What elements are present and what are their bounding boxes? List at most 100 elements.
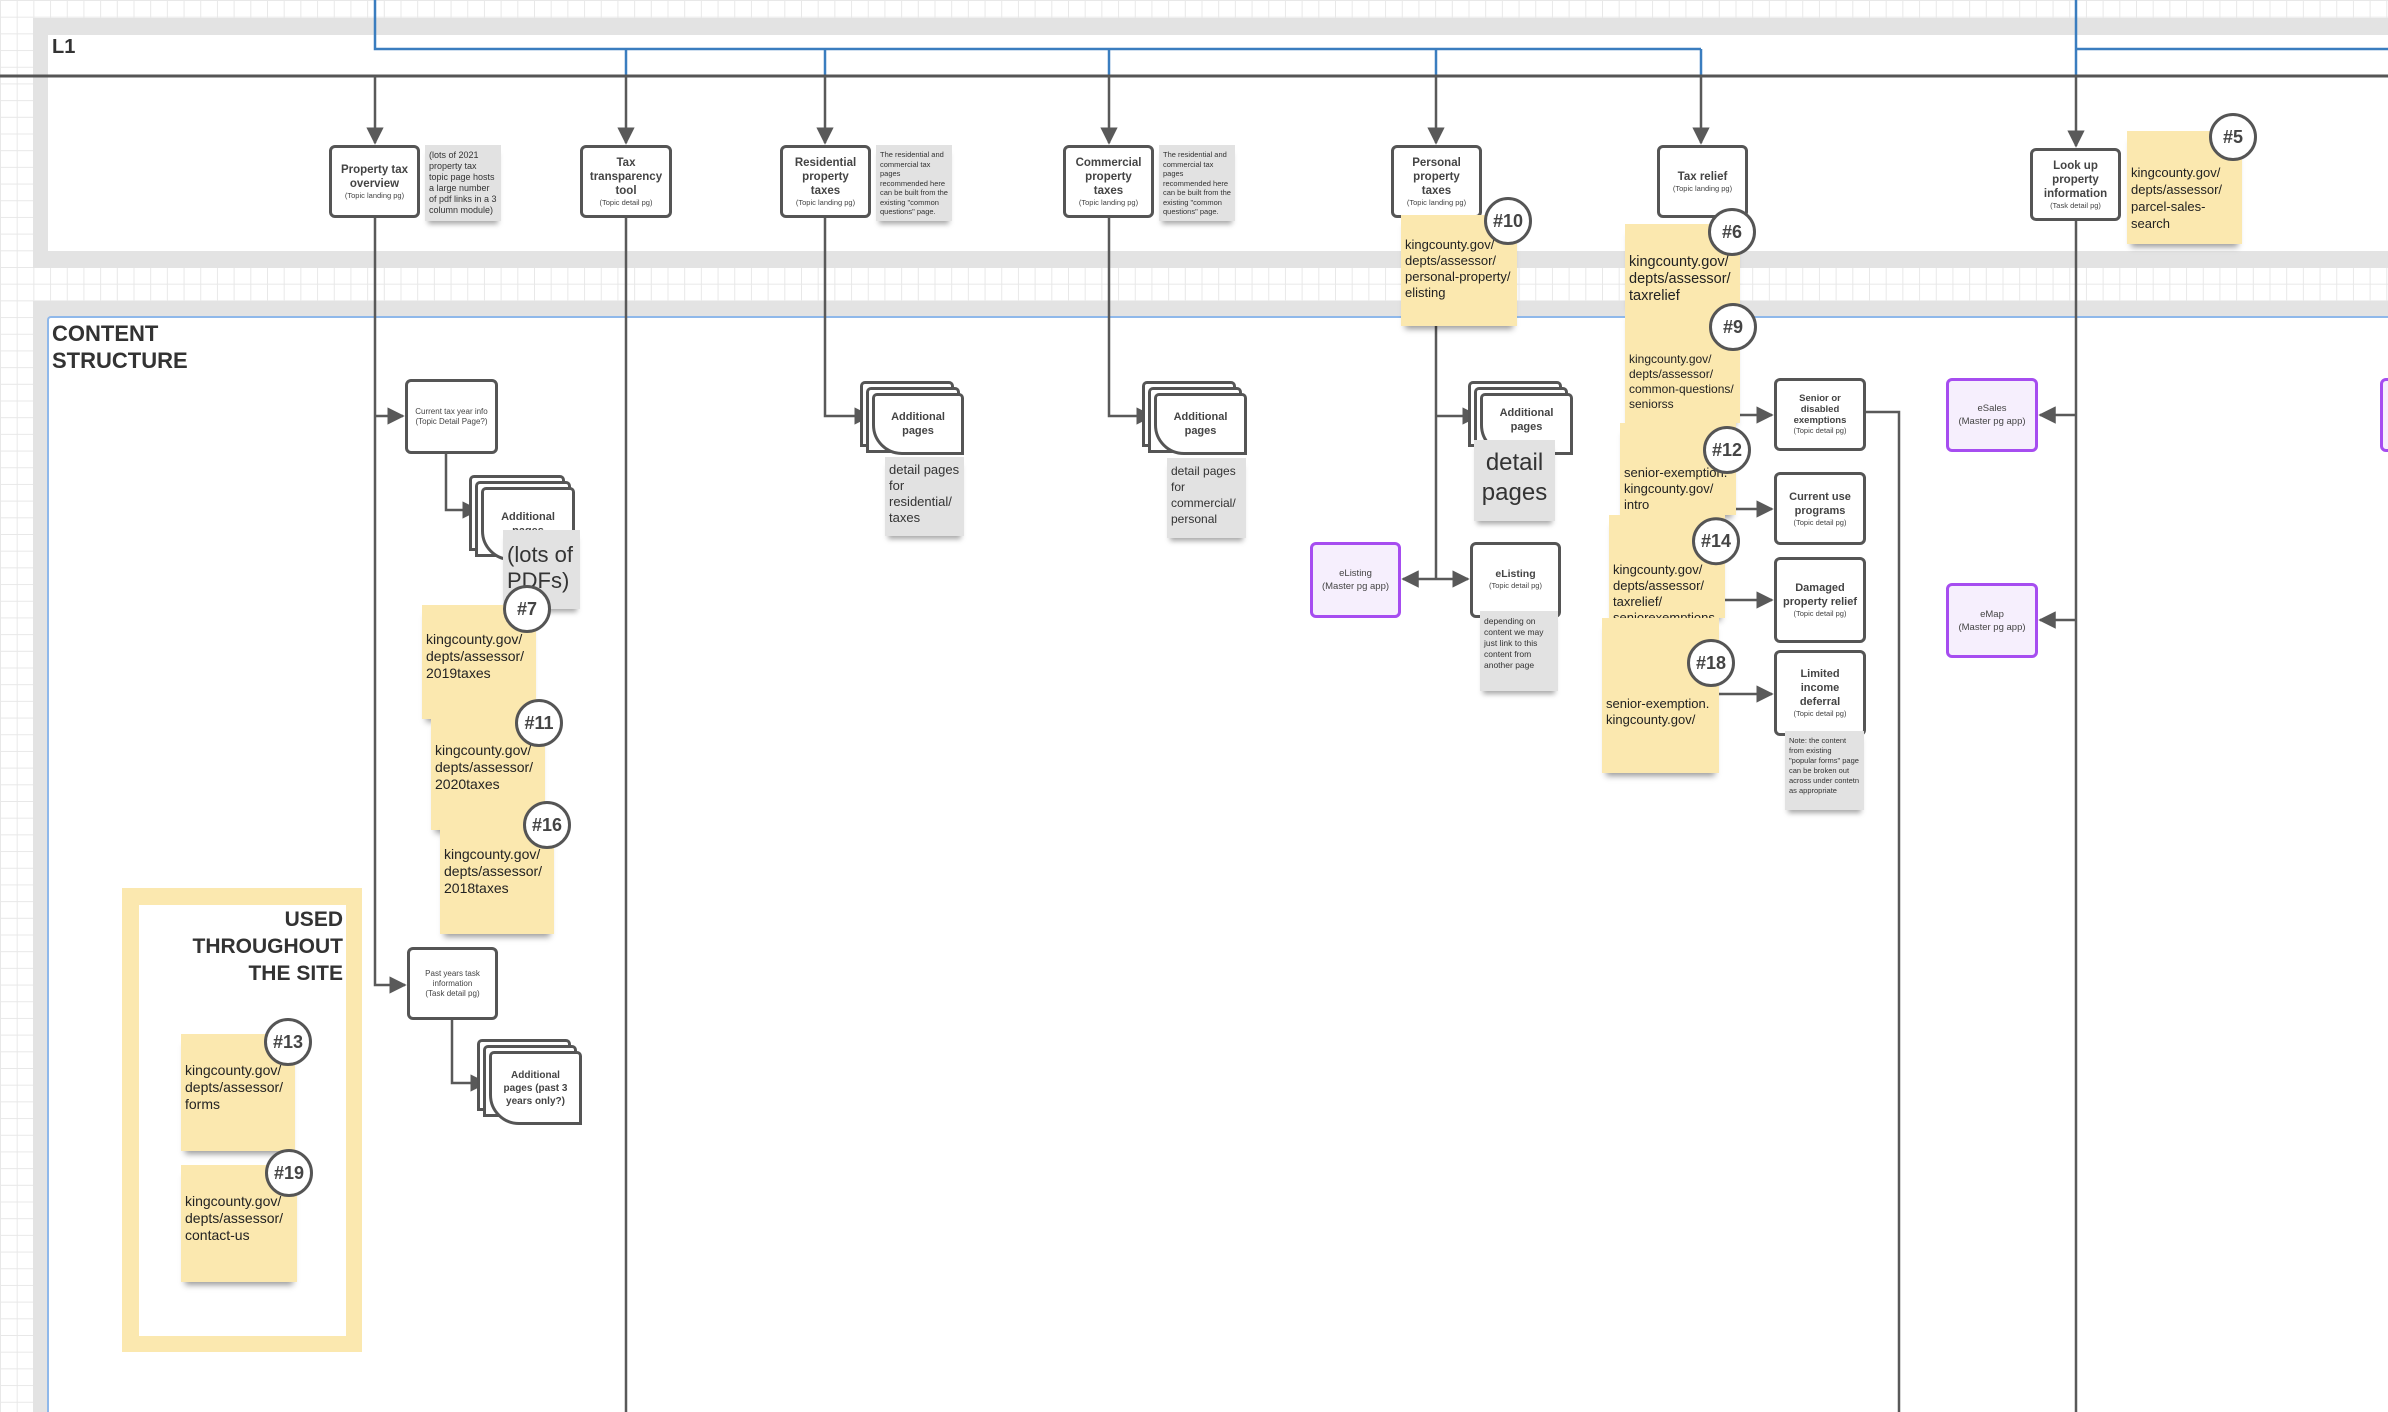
- node-title: Current tax year info: [415, 406, 488, 416]
- node-title: eListing: [1339, 568, 1372, 579]
- node-subtitle: (Topic landing pg): [1078, 197, 1139, 207]
- arrow-connector: [373, 218, 407, 994]
- badge-9: #9: [1709, 303, 1757, 351]
- node-title: Tax relief: [1677, 170, 1728, 183]
- node-subtitle: (Master pg app): [1958, 416, 2026, 427]
- node-tax-transparency[interactable]: Tax transparency tool(Topic detail pg): [580, 145, 672, 218]
- node-subtitle: (Task detail pg): [2050, 200, 2101, 210]
- note-popular-forms[interactable]: Note: the content from existing "popular…: [1785, 731, 1864, 810]
- arrow-connector: [823, 218, 872, 425]
- note-personal-detail[interactable]: detail pages: [1474, 440, 1555, 521]
- stack-personal-additional[interactable]: Additional pages: [1468, 381, 1573, 457]
- badge-18: #18: [1687, 639, 1735, 687]
- badge-7: #7: [503, 585, 551, 633]
- badge-14: #14: [1692, 517, 1740, 566]
- badge-19: #19: [265, 1149, 313, 1197]
- note-residential-detail[interactable]: detail pages for residential/ taxes: [885, 457, 964, 536]
- note-commercial[interactable]: The residential and commercial tax pages…: [1159, 145, 1235, 221]
- node-subtitle: (Topic detail pg): [1489, 581, 1542, 590]
- note-residential[interactable]: The residential and commercial tax pages…: [876, 145, 952, 221]
- node-senior[interactable]: Senior or disabled exemptions(Topic deta…: [1774, 378, 1866, 451]
- node-title: Personal property taxes: [1412, 156, 1461, 197]
- lane-content-title-line1: CONTENT: [52, 321, 159, 346]
- node-past-years[interactable]: Past years task information(Task detail …: [407, 947, 498, 1020]
- node-subtitle: (Topic detail pg): [1793, 709, 1847, 718]
- node-subtitle: (Topic landing pg): [795, 197, 856, 207]
- node-subtitle: (Master pg app): [1321, 581, 1390, 592]
- node-tax-relief[interactable]: Tax relief(Topic landing pg): [1657, 145, 1748, 218]
- lane-content-title-line2: STRUCTURE: [52, 348, 188, 373]
- arrow-connector: [450, 1020, 488, 1092]
- sticky-5[interactable]: kingcounty.gov/ depts/assessor/ parcel-s…: [2127, 131, 2242, 244]
- note-elisting[interactable]: depending on content we may just link to…: [1480, 611, 1558, 691]
- node-title: Residential property taxes: [794, 156, 857, 197]
- lane-l1-title: L1: [52, 36, 76, 58]
- used-title-line3: THE SITE: [248, 962, 343, 985]
- node-subtitle: (Topic detail pg): [599, 197, 653, 207]
- node-subtitle: (Task detail pg): [425, 988, 480, 998]
- stack-past-additional[interactable]: Additional pages (past 3 years only?): [477, 1039, 582, 1127]
- node-title: Commercial property taxes: [1075, 156, 1142, 197]
- node-title: eMap: [1980, 608, 2004, 620]
- node-title: eListing: [1495, 568, 1536, 580]
- sticky-6[interactable]: kingcounty.gov/ depts/assessor/ taxrelie…: [1625, 224, 1740, 308]
- node-esales-app[interactable]: eSales (Master pg app): [1946, 378, 2038, 452]
- node-subtitle: (Topic landing pg): [344, 190, 405, 200]
- stack-residential-additional[interactable]: Additional pages: [860, 381, 964, 457]
- used-title-line2: THROUGHOUT: [192, 935, 344, 958]
- node-subtitle: (Topic detail pg): [1793, 517, 1847, 527]
- stack-page-front: Additional pages: [1154, 393, 1247, 455]
- stack-page-front: Additional pages (past 3 years only?): [489, 1051, 582, 1125]
- arrow-connector: [444, 454, 480, 519]
- connector-line: [373, 0, 1701, 51]
- node-subtitle: (Topic detail pg): [1793, 609, 1847, 618]
- node-personal[interactable]: Personal property taxes(Topic landing pg…: [1391, 145, 1482, 218]
- node-current-use[interactable]: Current use programs(Topic detail pg): [1774, 472, 1866, 545]
- node-subtitle: (Topic Detail Page?): [415, 416, 488, 426]
- node-subtitle: (Topic detail pg): [1793, 426, 1847, 435]
- node-elisting-topic[interactable]: eListing(Topic detail pg): [1470, 542, 1561, 618]
- sticky-13[interactable]: kingcounty.gov/ depts/assessor/ forms: [181, 1034, 295, 1151]
- badge-16: #16: [523, 801, 571, 849]
- used-title-line1: USED: [284, 908, 343, 931]
- node-property-tax-overview[interactable]: Property tax overview(Topic landing pg): [329, 145, 420, 218]
- sticky-14[interactable]: kingcounty.gov/ depts/assessor/ taxrelie…: [1609, 515, 1725, 625]
- node-subtitle: (Topic landing pg): [1406, 197, 1467, 207]
- node-title: Damaged property relief: [1783, 582, 1857, 608]
- connector-line: [1866, 410, 1901, 1412]
- node-title: Limited income deferral: [1799, 668, 1841, 708]
- node-title: Senior or disabled exemptions: [1793, 393, 1847, 426]
- node-look-up[interactable]: Look up property information(Task detail…: [2030, 148, 2121, 221]
- badge-6: #6: [1708, 208, 1756, 256]
- node-residential[interactable]: Residential property taxes(Topic landing…: [780, 145, 871, 218]
- node-title: Property tax overview: [340, 163, 409, 190]
- node-title: eSales: [1977, 403, 2007, 414]
- note-commercial-detail[interactable]: detail pages for commercial/ personal: [1167, 458, 1246, 538]
- badge-11: #11: [515, 699, 563, 747]
- node-damaged[interactable]: Damaged property relief(Topic detail pg): [1774, 557, 1866, 643]
- node-title: Tax transparency tool: [589, 156, 663, 197]
- node-subtitle: (Topic landing pg): [1672, 183, 1733, 193]
- note-overview[interactable]: (lots of 2021 property tax topic page ho…: [425, 145, 501, 221]
- node-commercial[interactable]: Commercial property taxes(Topic landing …: [1063, 145, 1154, 218]
- sticky-9[interactable]: kingcounty.gov/ depts/assessor/ common-q…: [1625, 308, 1740, 423]
- node-offscreen-app[interactable]: [2380, 378, 2388, 452]
- arrow-connector: [1107, 218, 1154, 425]
- badge-5: #5: [2209, 113, 2257, 161]
- node-current-year[interactable]: Current tax year info(Topic Detail Page?…: [405, 379, 498, 454]
- stack-page-front: Additional pages: [872, 393, 964, 455]
- node-elisting-app[interactable]: eListing (Master pg app): [1310, 542, 1401, 618]
- node-emap-app[interactable]: eMap(Master pg app): [1946, 583, 2038, 658]
- used-throughout-site-title: USED THROUGHOUT THE SITE: [139, 906, 344, 987]
- node-title: Current use programs: [1789, 490, 1851, 517]
- badge-12: #12: [1703, 426, 1751, 474]
- lane-content-title: CONTENT STRUCTURE: [52, 320, 188, 374]
- node-limited[interactable]: Limited income deferral(Topic detail pg): [1774, 650, 1866, 736]
- badge-10: #10: [1484, 197, 1532, 245]
- sticky-19[interactable]: kingcounty.gov/ depts/assessor/ contact-…: [181, 1165, 297, 1282]
- node-subtitle: (Master pg app): [1958, 621, 2026, 633]
- badge-13: #13: [264, 1018, 312, 1066]
- stack-commercial-additional[interactable]: Additional pages: [1142, 381, 1247, 457]
- node-title: Past years task information: [425, 968, 480, 988]
